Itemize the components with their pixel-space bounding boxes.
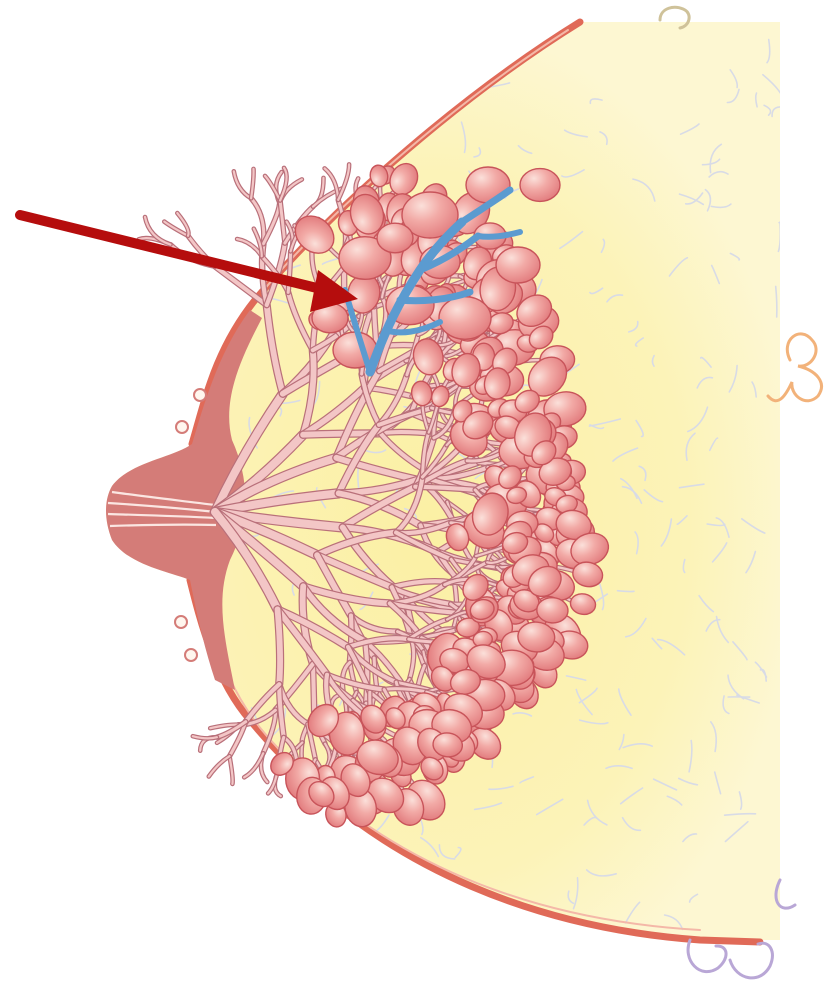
lobule-cluster-acinus	[439, 297, 491, 340]
fat-squiggle	[319, 67, 341, 71]
fat-squiggle	[274, 113, 278, 138]
fat-squiggle	[299, 88, 317, 91]
fat-squiggle	[343, 69, 355, 87]
fat-squiggle	[459, 927, 462, 938]
fat-squiggle	[297, 145, 306, 151]
fat-squiggle	[442, 32, 453, 60]
lobule-cluster-acinus	[520, 169, 560, 202]
fat-squiggle	[292, 867, 309, 885]
fat-squiggle	[227, 869, 231, 883]
fat-squiggle	[787, 74, 800, 84]
fat-squiggle	[276, 129, 298, 134]
fat-squiggle	[250, 127, 277, 141]
fat-squiggle	[322, 110, 326, 134]
fat-squiggle	[217, 221, 235, 238]
fat-squiggle	[779, 223, 794, 224]
fat-squiggle	[334, 897, 351, 912]
fat-squiggle	[211, 243, 242, 251]
fat-squiggle	[222, 48, 233, 77]
fat-squiggle	[303, 872, 316, 873]
fat-squiggle	[264, 829, 276, 848]
lobule-cluster-acinus	[377, 223, 413, 253]
lobule-cluster-acinus	[496, 247, 540, 283]
fat-squiggle	[292, 857, 311, 870]
duct-branch	[365, 642, 367, 704]
fat-squiggle	[315, 48, 340, 61]
fat-squiggle	[219, 147, 241, 155]
fat-squiggle	[490, 41, 499, 49]
fat-squiggle	[788, 527, 802, 542]
duct-branch-outline	[234, 171, 251, 198]
fat-squiggle	[618, 591, 635, 592]
duct-branch	[278, 609, 281, 684]
duct-branch	[313, 664, 314, 713]
fat-squiggle	[364, 893, 387, 905]
